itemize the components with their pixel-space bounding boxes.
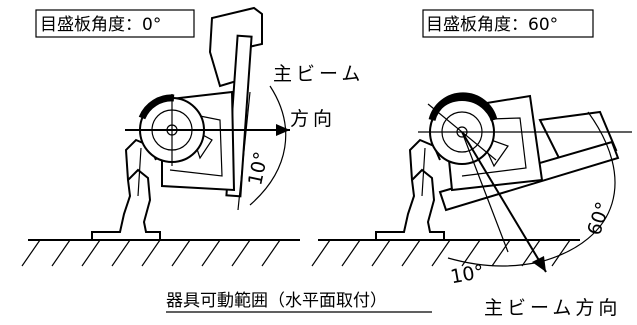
right-figure: 目盛板角度：60°	[311, 9, 632, 319]
right-housing	[438, 94, 620, 212]
right-scale-wheel	[427, 92, 498, 165]
right-beam-label: 主ビーム方向	[484, 297, 621, 319]
left-tilt-label: 10°	[244, 150, 273, 188]
right-tilt-small-label: 10°	[449, 261, 486, 289]
left-base-mount	[91, 168, 161, 240]
right-tilt-large-label: 60°	[583, 199, 614, 238]
left-ground	[21, 239, 300, 267]
left-figure: 目盛板角度：0°	[21, 6, 364, 267]
right-beam-arrow	[461, 131, 547, 273]
left-beam-label-line2: 方向	[290, 108, 336, 130]
left-angle-label: 目盛板角度：0°	[40, 15, 161, 35]
right-base-mount	[375, 168, 445, 240]
right-ground	[311, 239, 580, 267]
left-tilt-arc	[249, 85, 287, 206]
left-beam-label-line1: 主ビーム	[273, 63, 364, 85]
left-angle-label-box	[35, 9, 195, 38]
right-angle-label-box	[422, 9, 594, 38]
right-tilt-arc-small	[447, 257, 541, 267]
right-tilt-arc-large	[539, 111, 616, 263]
right-angle-label: 目盛板角度：60°	[426, 15, 558, 35]
caption: 器具可動範囲（水平面取付）	[166, 291, 387, 311]
